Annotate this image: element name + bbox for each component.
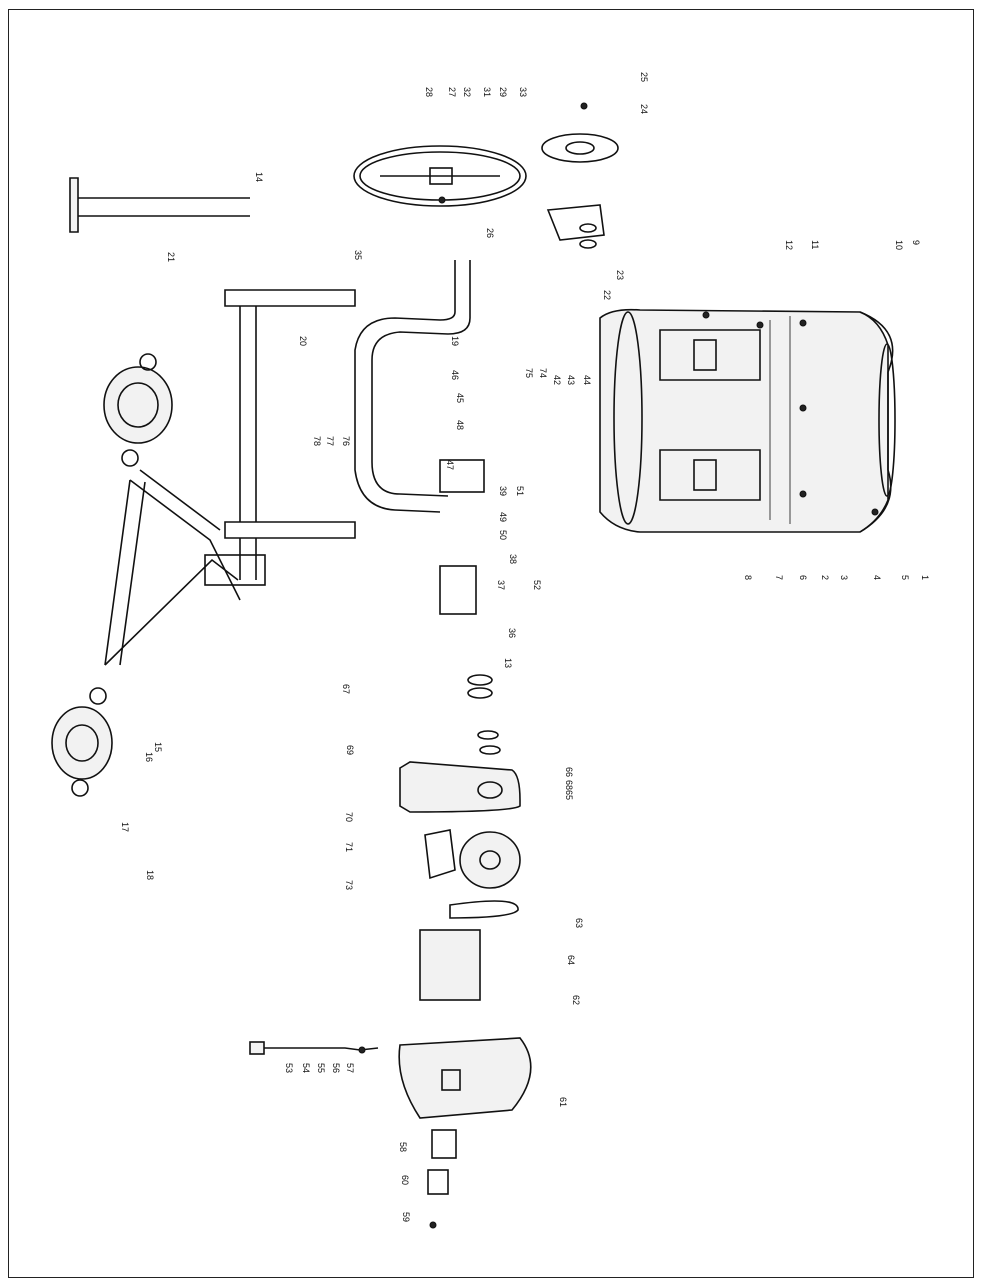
yoke-arm: [354, 260, 485, 615]
callout-57: 57: [345, 1063, 355, 1073]
callout-73: 73: [344, 880, 354, 890]
wheel-assembly: [51, 353, 173, 797]
stand-frame: [69, 177, 356, 666]
callout-1: 1: [920, 575, 930, 580]
callout-3: 3: [839, 575, 849, 580]
callout-69: 69: [345, 745, 355, 755]
drum-assembly: [599, 308, 896, 533]
callout-66: 66: [564, 767, 574, 777]
callout-55: 55: [316, 1063, 326, 1073]
callout-32: 32: [462, 87, 472, 97]
callout-61: 61: [558, 1097, 568, 1107]
callout-39: 39: [498, 486, 508, 496]
callout-49: 49: [498, 512, 508, 522]
callout-4: 4: [872, 575, 882, 580]
callout-52: 52: [532, 580, 542, 590]
callout-46: 46: [450, 370, 460, 380]
drum-bracket: [541, 102, 619, 249]
callout-5: 5: [900, 575, 910, 580]
callout-60: 60: [400, 1175, 410, 1185]
callout-17: 17: [120, 822, 130, 832]
callout-11: 11: [810, 240, 820, 249]
callout-74: 74: [538, 368, 548, 378]
callout-78: 78: [312, 436, 322, 446]
callout-33: 33: [518, 87, 528, 97]
callout-58: 58: [398, 1142, 408, 1152]
callout-43: 43: [566, 375, 576, 385]
callout-71: 71: [344, 842, 354, 852]
callout-6: 6: [798, 575, 808, 580]
callout-27: 27: [447, 87, 457, 97]
callout-21: 21: [166, 252, 176, 262]
callout-65: 65: [564, 790, 574, 800]
drawing-border: [8, 9, 974, 1278]
callout-8: 8: [743, 575, 753, 580]
callout-31: 31: [482, 87, 492, 97]
callout-75: 75: [524, 368, 534, 378]
callout-26: 26: [485, 228, 495, 238]
callout-51: 51: [515, 486, 525, 496]
motor-assembly: [419, 829, 521, 1001]
callout-35: 35: [353, 250, 363, 260]
callout-36: 36: [507, 628, 517, 638]
callout-19: 19: [450, 336, 460, 346]
callout-64: 64: [566, 955, 576, 965]
callout-9: 9: [911, 240, 921, 245]
tilt-handwheel: [353, 145, 527, 207]
callout-25: 25: [639, 72, 649, 82]
callout-20: 20: [298, 336, 308, 346]
callout-48: 48: [455, 420, 465, 430]
callout-50: 50: [498, 530, 508, 540]
callout-63: 63: [574, 918, 584, 928]
callout-24: 24: [639, 104, 649, 114]
gearbox-plate: [399, 674, 521, 813]
callout-62: 62: [571, 995, 581, 1005]
callout-53: 53: [284, 1063, 294, 1073]
callout-15: 15: [153, 742, 163, 752]
callout-42: 42: [552, 375, 562, 385]
callout-67: 67: [341, 684, 351, 694]
callout-44: 44: [582, 375, 592, 385]
callout-70: 70: [344, 812, 354, 822]
callout-47: 47: [445, 460, 455, 470]
callout-76: 76: [341, 436, 351, 446]
callout-12: 12: [784, 240, 794, 250]
motor-cover: [398, 1037, 532, 1229]
callout-23: 23: [615, 270, 625, 280]
callout-37: 37: [496, 580, 506, 590]
callout-22: 22: [602, 290, 612, 300]
callout-7: 7: [774, 575, 784, 580]
callout-14: 14: [254, 172, 264, 182]
callout-2: 2: [820, 575, 830, 580]
callout-45: 45: [455, 393, 465, 403]
power-cord: [249, 1041, 379, 1055]
callout-18: 18: [145, 870, 155, 880]
callout-13: 13: [503, 658, 513, 668]
callout-56: 56: [331, 1063, 341, 1073]
callout-77: 77: [325, 436, 335, 446]
callout-59: 59: [401, 1212, 411, 1222]
callout-10: 10: [894, 240, 904, 250]
callout-28: 28: [424, 87, 434, 97]
callout-29: 29: [498, 87, 508, 97]
callout-38: 38: [508, 554, 518, 564]
callout-68: 68: [564, 780, 574, 790]
callout-54: 54: [301, 1063, 311, 1073]
callout-16: 16: [144, 752, 154, 762]
